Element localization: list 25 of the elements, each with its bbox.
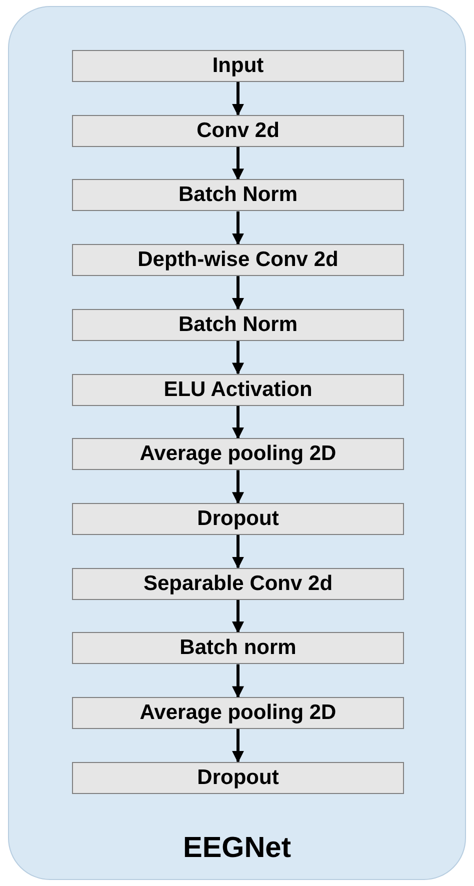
arrow: [232, 146, 244, 181]
layer-box: Average pooling 2D: [72, 438, 404, 470]
panel-label: EEGNet: [182, 832, 292, 865]
layer-box: Conv 2d: [72, 114, 404, 147]
arrow: [232, 340, 244, 375]
arrow: [232, 600, 244, 634]
layer-box: Depth-wise Conv 2d: [72, 244, 404, 276]
layer-box: Batch norm: [72, 632, 404, 664]
arrow: [232, 470, 244, 504]
arrow: [232, 276, 244, 310]
arrow: [232, 406, 244, 440]
arrow: [232, 729, 244, 763]
layer-box: ELU Activation: [72, 374, 404, 406]
layer-box: Average pooling 2D: [72, 697, 404, 729]
layer-box: Separable Conv 2d: [72, 568, 404, 600]
layer-box: Dropout: [72, 762, 404, 794]
arrow: [232, 82, 244, 116]
arrow: [232, 664, 244, 698]
arrow: [232, 211, 244, 246]
arrow: [232, 534, 244, 569]
network-panel: [8, 6, 466, 880]
layer-box: Dropout: [72, 502, 404, 535]
layer-box: Input: [72, 50, 404, 82]
layer-box: Batch Norm: [72, 308, 404, 341]
layer-box: Batch Norm: [72, 179, 404, 212]
